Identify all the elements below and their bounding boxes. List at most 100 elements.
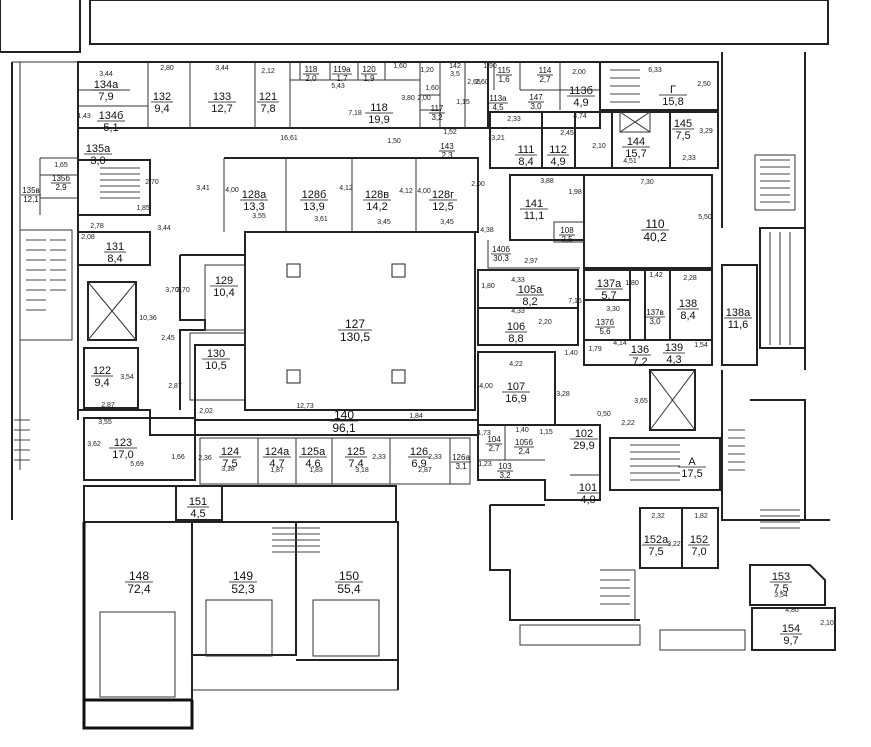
dimension-label: 5,50 bbox=[698, 214, 712, 221]
room-area: 7,0 bbox=[691, 546, 706, 558]
room-area: 14,2 bbox=[366, 201, 387, 213]
room-number: 131 bbox=[106, 241, 124, 253]
room-area: 9,7 bbox=[783, 635, 798, 647]
dimension-label: 1,15 bbox=[539, 429, 553, 436]
room-area: 16,9 bbox=[505, 393, 526, 405]
room-area: 72,4 bbox=[127, 582, 151, 596]
dimension-label: 1,84 bbox=[409, 413, 423, 420]
room-number: 120 bbox=[362, 65, 376, 74]
room-number: 128а bbox=[242, 189, 267, 201]
room-number: 114 bbox=[539, 66, 552, 75]
dimension-label: 12,73 bbox=[296, 403, 314, 410]
room-area: 4,5 bbox=[492, 103, 504, 112]
dimension-label: 3,28 bbox=[556, 391, 570, 398]
walls bbox=[0, 0, 836, 730]
room-number: 102 bbox=[575, 428, 593, 440]
room-number: 138 bbox=[679, 298, 697, 310]
dimension-label: 2,00 bbox=[471, 181, 485, 188]
room-number: 111 bbox=[518, 144, 535, 156]
room-number: 125 bbox=[347, 446, 365, 458]
room-area: 8,4 bbox=[518, 156, 533, 168]
dimension-label: 1,73 bbox=[477, 430, 491, 437]
room-area: 7,5 bbox=[222, 458, 237, 470]
dimension-label: 4,00 bbox=[225, 187, 239, 194]
dimension-label: 2,65 bbox=[467, 79, 481, 86]
dimension-label: 1,20 bbox=[420, 67, 434, 74]
room-number: 105б bbox=[515, 438, 533, 447]
dimension-label: 4,12 bbox=[339, 185, 353, 192]
dimension-label: 3,18 bbox=[355, 467, 369, 474]
dimension-label: 1,54 bbox=[694, 342, 708, 349]
room-number: 135б bbox=[52, 174, 70, 183]
room-area: 2,9 bbox=[55, 183, 67, 192]
room-number: 130 bbox=[207, 348, 225, 360]
room-number: 128г bbox=[432, 189, 454, 201]
dimension-label: 3,29 bbox=[699, 128, 713, 135]
dimension-label: 2,32 bbox=[651, 513, 665, 520]
dimension-label: 4,00 bbox=[479, 383, 493, 390]
room-area: 7,5 bbox=[773, 583, 788, 595]
room-area: 8,4 bbox=[107, 253, 122, 265]
room-number: 148 bbox=[129, 569, 149, 583]
dimension-label: 3,88 bbox=[540, 178, 554, 185]
room-area: 12,7 bbox=[211, 103, 232, 115]
dimension-label: 16,61 bbox=[280, 135, 298, 142]
room-area: 2,3 bbox=[441, 151, 453, 160]
room-area: 3,0 bbox=[649, 317, 661, 326]
room-area: 5,7 bbox=[601, 290, 616, 302]
dimension-label: 3,41 bbox=[196, 185, 210, 192]
room-area: 4,9 bbox=[550, 156, 565, 168]
room-area: 96,1 bbox=[332, 421, 356, 435]
dimension-label: 2,20 bbox=[538, 319, 552, 326]
dimension-label: 2,02 bbox=[199, 408, 213, 415]
dimension-label: 2,87 bbox=[168, 383, 182, 390]
room-area: 5,1 bbox=[103, 122, 118, 134]
dimension-label: 4,12 bbox=[399, 188, 413, 195]
dimension-label: 2,50 bbox=[697, 81, 711, 88]
room-number: 143 bbox=[440, 142, 454, 151]
dimension-label: 2,12 bbox=[261, 68, 275, 75]
dimension-label: 3,21 bbox=[491, 135, 505, 142]
room-number: 140 bbox=[334, 408, 354, 422]
room-number: 134б bbox=[99, 110, 124, 122]
dimension-label: 142 bbox=[449, 63, 461, 70]
dimension-label: 2,33 bbox=[428, 454, 442, 461]
dimension-label: 2,33 bbox=[507, 116, 521, 123]
room-number: 124 bbox=[221, 446, 239, 458]
dimension-label: 2,10 bbox=[592, 143, 606, 150]
room-area: 3,0 bbox=[530, 102, 542, 111]
dimension-label: 10,36 bbox=[139, 315, 157, 322]
room-labels: 134а7,9134б5,1135а3,0135б2,9135в12,11329… bbox=[21, 65, 802, 647]
room-area: 8,2 bbox=[522, 296, 537, 308]
room-number: 137в bbox=[646, 308, 664, 317]
room-area: 1,7 bbox=[336, 74, 348, 83]
dimension-label: 4,74 bbox=[573, 113, 587, 120]
room-area: 8,4 bbox=[680, 310, 695, 322]
room-area: 11,1 bbox=[524, 210, 545, 222]
room-area: 2,0 bbox=[305, 74, 317, 83]
dimension-label: 1,80 bbox=[625, 280, 639, 287]
dimension-label: 5,69 bbox=[130, 461, 144, 468]
room-number: 133 bbox=[213, 91, 231, 103]
dimension-label: 1,79 bbox=[588, 346, 602, 353]
